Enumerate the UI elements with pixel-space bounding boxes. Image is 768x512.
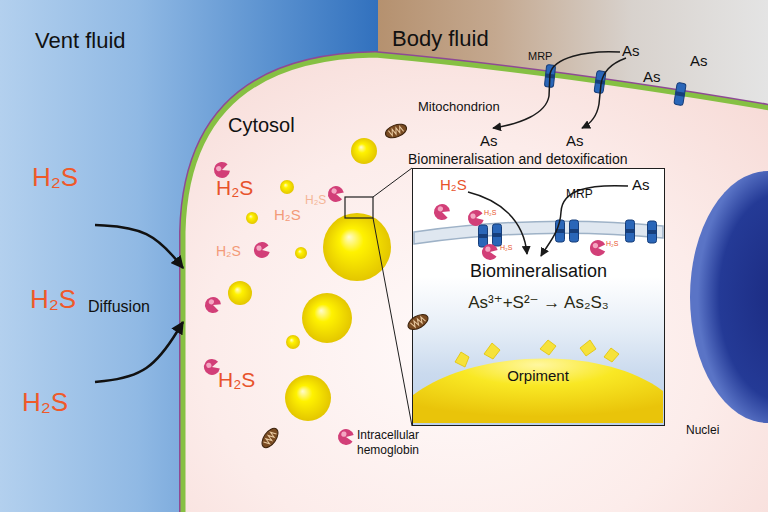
region-label: Vent fluid bbox=[35, 28, 126, 53]
hemoglobin bbox=[481, 243, 499, 261]
edge-label: Diffusion bbox=[88, 298, 150, 316]
sulfide-flow-arrow bbox=[468, 192, 527, 254]
orpiment-deposit-shape bbox=[413, 351, 663, 423]
diffusion-arrow bbox=[95, 322, 183, 382]
nucleus: Nuclei bbox=[686, 170, 768, 425]
orpiment-vesicle bbox=[286, 335, 300, 349]
orpiment-crystal bbox=[455, 352, 469, 367]
mrp-transporter bbox=[479, 225, 488, 247]
zoom-leader-line bbox=[373, 168, 412, 197]
mrp-transporter bbox=[493, 224, 502, 246]
hemoglobin bbox=[467, 209, 485, 227]
orpiment-crystal bbox=[604, 348, 619, 362]
hemoglobin bbox=[202, 357, 221, 376]
process-label: Biomineralisation bbox=[413, 261, 664, 282]
chemical-label: H₂S bbox=[22, 388, 68, 418]
nucleus-body bbox=[690, 171, 768, 423]
hemoglobin bbox=[203, 295, 223, 315]
mrp-transporter bbox=[556, 220, 565, 242]
nucleus-shape bbox=[686, 170, 768, 425]
zoom-square bbox=[345, 197, 373, 218]
vent-fluid-region: Vent fluid bbox=[0, 0, 95, 512]
chemical-label: H₂S bbox=[30, 285, 76, 315]
mitochondrion bbox=[259, 426, 281, 451]
zoom-leader-line bbox=[373, 218, 412, 426]
orpiment-dome bbox=[413, 358, 663, 423]
mrp-transporter bbox=[544, 65, 555, 88]
mrp-transporter bbox=[648, 221, 657, 243]
hemoglobin bbox=[432, 202, 452, 222]
orpiment-vesicle bbox=[285, 375, 331, 421]
cytosol-fill bbox=[183, 55, 768, 512]
cytosol-cell: CytosolBiomineralisationAs³⁺+S²⁻ → As₂S₃… bbox=[183, 50, 768, 512]
hemoglobin bbox=[253, 241, 271, 259]
mitochondrion bbox=[384, 122, 409, 141]
arsenic-flow-arrow bbox=[541, 186, 628, 256]
orpiment-crystal bbox=[580, 340, 596, 356]
mineral-label: Orpiment bbox=[413, 367, 663, 384]
orpiment-vesicle bbox=[228, 281, 252, 305]
orpiment-vesicle bbox=[246, 212, 258, 224]
compartment-label: Cytosol bbox=[228, 114, 295, 137]
hemoglobin bbox=[337, 428, 355, 446]
vesicle-membrane bbox=[414, 221, 663, 244]
orpiment-vesicle bbox=[323, 213, 391, 281]
mrp-transporter bbox=[674, 82, 686, 105]
reaction-equation: As³⁺+S²⁻ → As₂S₃ bbox=[413, 293, 664, 313]
hemoglobin bbox=[590, 240, 605, 256]
mrp-transporter bbox=[626, 220, 635, 242]
hemoglobin bbox=[212, 160, 232, 180]
orpiment-deposit: Orpiment bbox=[413, 351, 663, 423]
orpiment-vesicle bbox=[351, 138, 377, 164]
organelle-label: Nuclei bbox=[686, 424, 719, 438]
mitochondrion bbox=[405, 311, 430, 332]
arsenic-flow-arrow bbox=[582, 58, 626, 128]
cell-membrane bbox=[183, 55, 768, 512]
mrp-transporter bbox=[570, 220, 579, 242]
orpiment-crystal bbox=[484, 343, 500, 359]
hemoglobin bbox=[326, 184, 345, 203]
orpiment-vesicle bbox=[295, 247, 307, 259]
diffusion-arrow bbox=[95, 225, 183, 268]
region-label: Body fluid bbox=[392, 26, 489, 51]
arsenic-flow-arrow bbox=[493, 52, 620, 128]
inset-box: BiomineralisationAs³⁺+S²⁻ → As₂S₃ Orpimen… bbox=[412, 168, 665, 426]
chemical-label: H₂S bbox=[32, 163, 78, 193]
cell-membrane-outer bbox=[183, 55, 768, 512]
orpiment-vesicle bbox=[302, 293, 352, 343]
orpiment-crystal bbox=[540, 340, 556, 355]
orpiment-vesicle bbox=[280, 180, 294, 194]
mrp-transporter bbox=[594, 70, 606, 93]
